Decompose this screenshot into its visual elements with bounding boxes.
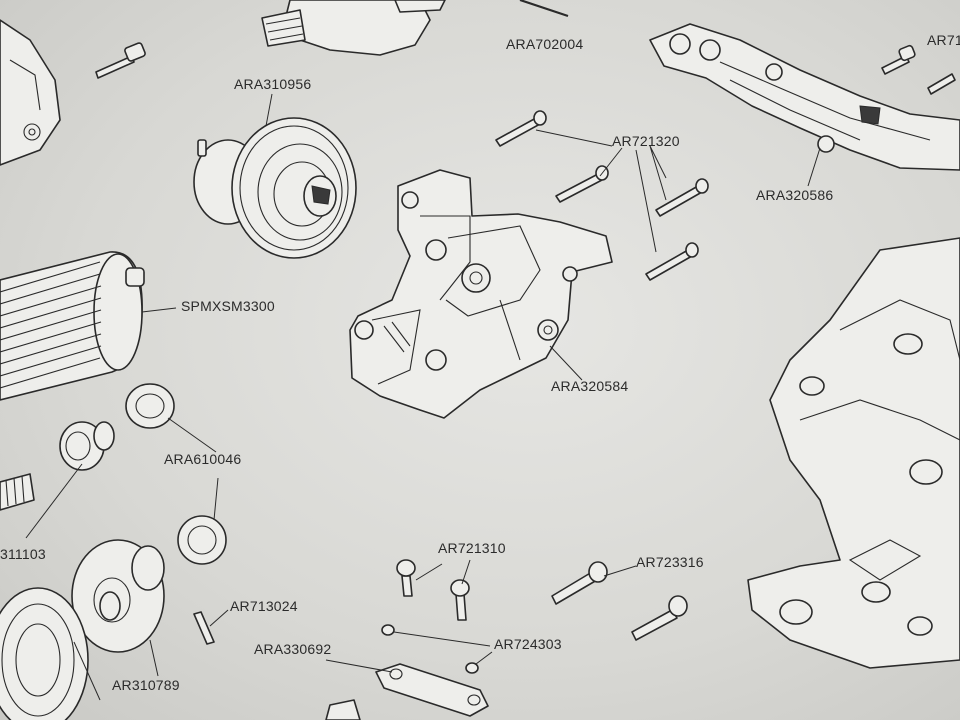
label-ara310956: ARA310956 [234,76,312,92]
bearing-upper [125,383,175,429]
motor-pinion-gear [59,421,115,471]
setscrew-ar724303-a [381,624,395,636]
screw-ar723316-a [551,561,608,605]
screw-ar721310-a [396,559,416,597]
setscrew-ar724303-b [465,662,479,674]
leader-lines [25,93,821,701]
drive-shaft-left [0,473,35,511]
screw-ar723316-b [631,595,688,641]
label-ara320584: ARA320584 [551,378,629,394]
brushless-motor [0,251,145,401]
bearing-lower [177,515,227,565]
spur-gear-bottom-left [0,587,89,720]
center-gearbox-housing [349,169,613,419]
slipper-clutch-gear [71,539,165,653]
label-ar713024: AR713024 [230,598,298,614]
pin-ar721320-d [645,242,699,281]
screw-top-left [95,42,146,79]
label-311103-partial: 311103 [0,546,46,562]
label-ar723316: AR723316 [636,554,704,570]
label-ar310789: AR310789 [112,677,180,693]
spur-gear-differential [193,117,357,259]
screw-top-right-2 [927,73,956,95]
pin-ar721320-c [655,178,709,217]
label-ar724303: AR724303 [494,636,562,652]
label-ar721310: AR721310 [438,540,506,556]
pin-ar713024 [193,611,215,645]
top-gear-assembly [261,0,569,56]
label-ara320586: ARA320586 [756,187,834,203]
label-ara330692: ARA330692 [254,641,332,657]
label-ar71-partial: AR71 [927,32,960,48]
screw-ar721310-b [450,579,470,621]
label-ar721320: AR721320 [612,133,680,149]
label-ara702004: ARA702004 [506,36,584,52]
pin-ar721320-a [495,110,547,147]
label-ara610046: ARA610046 [164,451,242,467]
link-plate-ara330692 [325,663,489,720]
suspension-arm-top-right [649,23,960,171]
pin-ar721320-b [555,165,609,203]
chassis-plate-right [747,237,960,669]
screw-top-right-1 [881,44,916,75]
label-spmxsm3300: SPMXSM3300 [181,298,275,314]
housing-fragment-top-left [0,19,61,166]
